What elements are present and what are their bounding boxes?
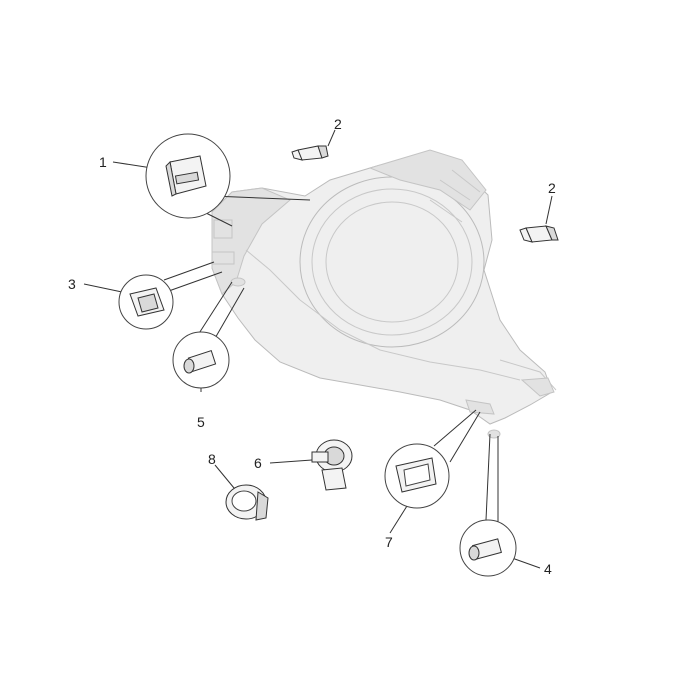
- handlebar-cover-body: [211, 149, 557, 439]
- callout-5-label: 5: [197, 414, 205, 430]
- callout-6-label: 6: [254, 455, 262, 471]
- part-8-ring-nut: 8: [208, 451, 269, 521]
- callout-1-label: 1: [99, 154, 107, 170]
- part-7-cover: 7: [384, 409, 481, 550]
- part-6-ignition-lock: 6: [254, 439, 353, 491]
- part-5-switch: 5: [172, 281, 245, 430]
- part-2-bulb-right: 2: [519, 180, 559, 243]
- part-2-bulb-top: 2: [291, 116, 342, 161]
- part-1-hazard-switch: 1: [99, 133, 311, 227]
- callout-2-top-label: 2: [334, 116, 342, 132]
- callout-4-label: 4: [544, 561, 552, 577]
- part-4-switch: 4: [459, 433, 552, 577]
- callout-8-label: 8: [208, 451, 216, 467]
- callout-7-label: 7: [385, 534, 393, 550]
- callout-2-right-label: 2: [548, 180, 556, 196]
- part-3-switch: 3: [68, 261, 223, 330]
- callout-3-label: 3: [68, 276, 76, 292]
